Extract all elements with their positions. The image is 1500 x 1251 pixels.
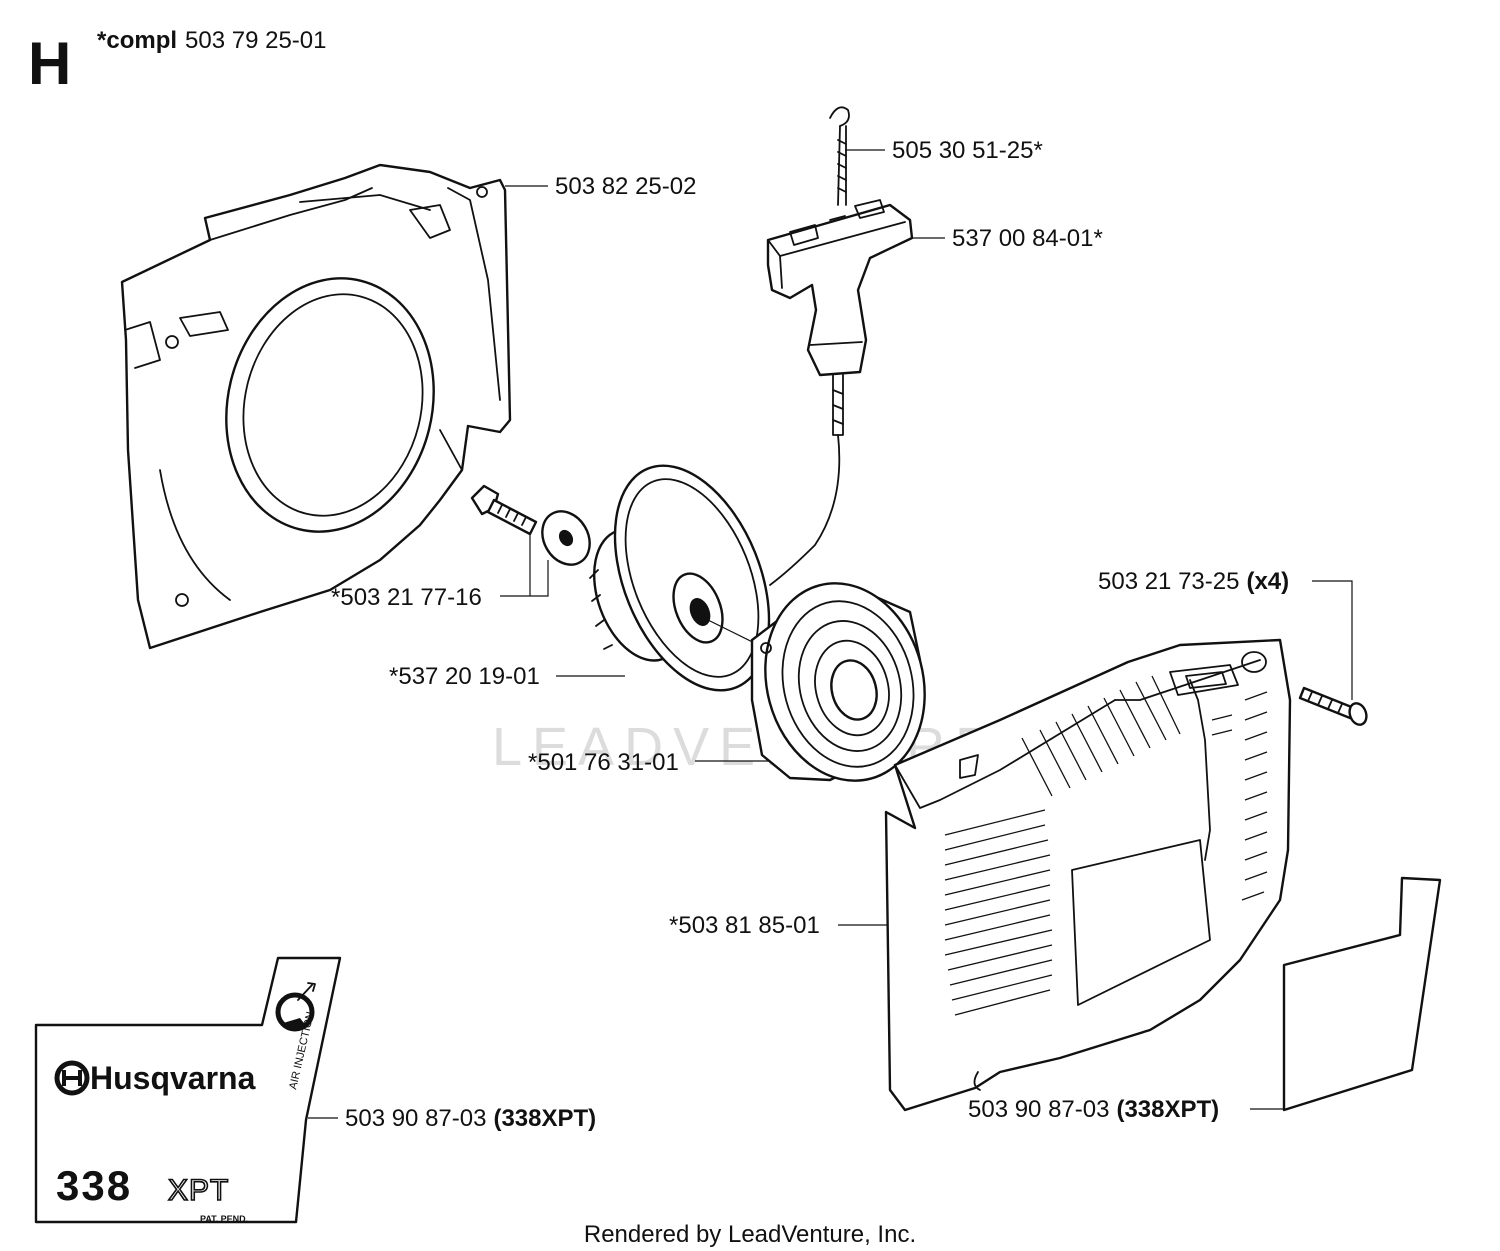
callout-bolt-number: 503 21 73-25 (1098, 568, 1239, 595)
callout-cover: 503 82 25-02 (555, 173, 696, 200)
screw-part (470, 484, 538, 536)
fan-cover-part (120, 163, 512, 650)
starter-handle-part (766, 199, 914, 377)
decal-brand-text: Husqvarna (90, 1060, 256, 1096)
footer-text: Rendered by LeadVenture, Inc. (584, 1221, 916, 1248)
callout-pulley: *537 20 19-01 (389, 663, 540, 690)
callout-decal-right-model: (338XPT) (1116, 1096, 1219, 1123)
svg-text:503 21 73-25(x4): 503 21 73-25 (x4) (1098, 568, 1289, 595)
callout-housing: *503 81 85-01 (669, 912, 820, 939)
callout-handle: 537 00 84-01* (952, 225, 1103, 252)
svg-text:503 90 87-03(338XPT): 503 90 87-03 (338XPT) (968, 1096, 1219, 1123)
decal-right-part (1282, 876, 1442, 1112)
decal-model-number: 338 (56, 1162, 132, 1209)
decal-left-part: AIR INJECTION Husqvarna 338 XPT PAT. PEN… (34, 956, 342, 1224)
callout-decal-left-number: 503 90 87-03 (345, 1105, 486, 1132)
svg-text:503 90 87-03(338XPT): 503 90 87-03 (338XPT) (345, 1105, 596, 1132)
bolt-part (1298, 686, 1368, 726)
compl-number: 503 79 25-01 (185, 27, 326, 54)
decal-patent-text: PAT. PEND. (200, 1214, 248, 1224)
decal-model-suffix: XPT (168, 1174, 229, 1207)
callout-decal-left-model: (338XPT) (493, 1105, 596, 1132)
pulley-part (589, 464, 871, 701)
callout-decal-right-number: 503 90 87-03 (968, 1096, 1109, 1123)
compl-label: *compl (97, 27, 177, 54)
starter-housing-part (884, 638, 1292, 1112)
callout-cord: 505 30 51-25* (892, 137, 1043, 164)
washer-part (541, 510, 591, 566)
callout-screw: *503 21 77-16 (331, 584, 482, 611)
callout-spring: *501 76 31-01 (528, 749, 679, 776)
spring-cassette-part (750, 582, 926, 782)
husqvarna-logo-icon (54, 1060, 90, 1096)
starter-cord-part (769, 106, 850, 586)
section-letter: H (28, 30, 71, 97)
callout-bolt-qty: (x4) (1246, 568, 1289, 595)
leader-lines (308, 149, 1353, 1119)
air-injection-icon (275, 982, 316, 1032)
